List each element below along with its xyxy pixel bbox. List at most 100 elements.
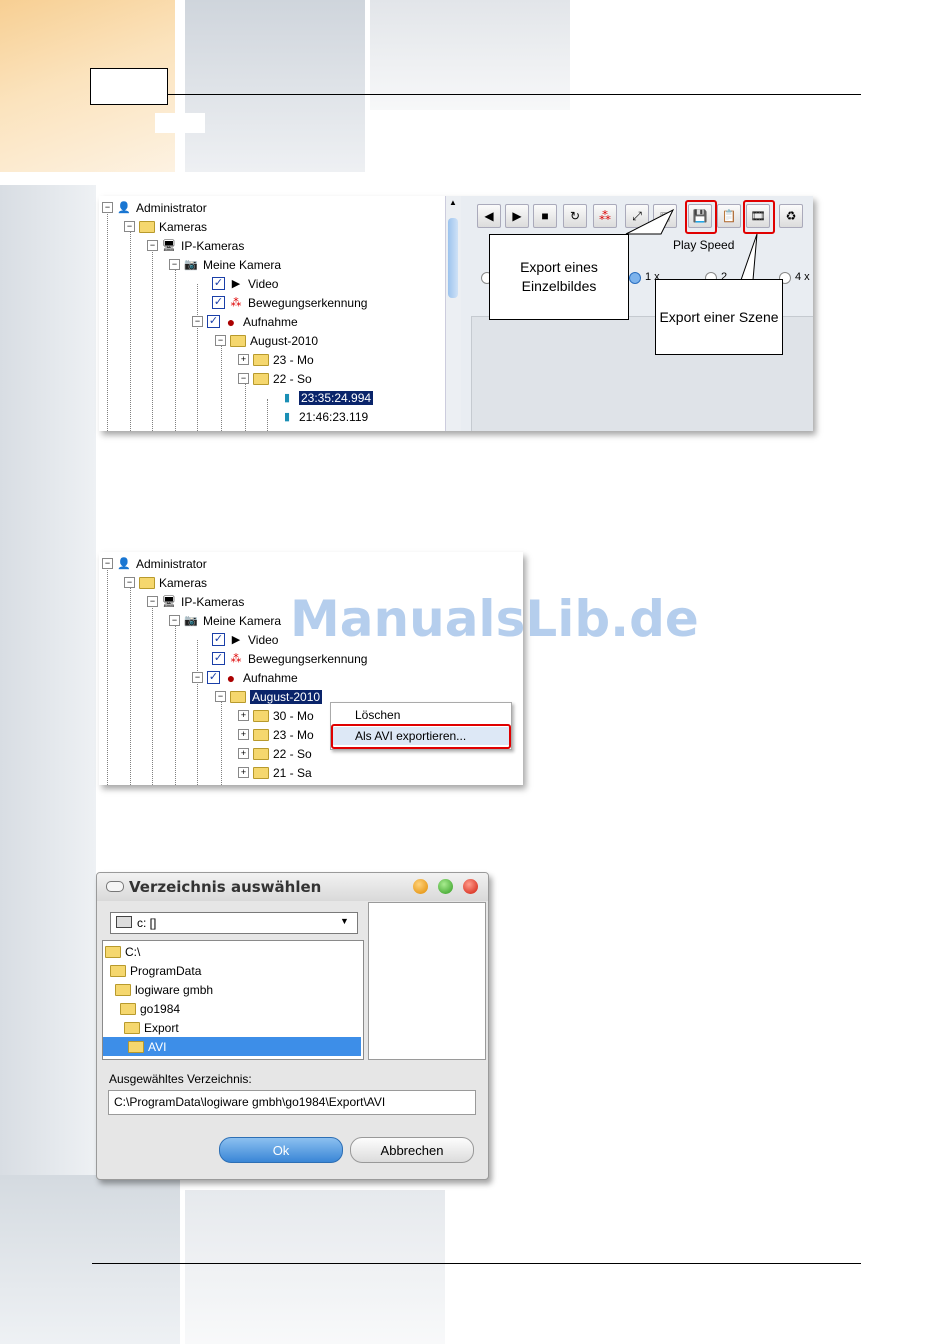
list-item[interactable]: C:\ [105,942,140,961]
delete-button[interactable]: ♻ [779,204,803,228]
context-menu: Löschen Als AVI exportieren... [330,702,512,750]
checkbox-icon[interactable]: ✓ [212,652,225,665]
folder-icon [253,747,269,760]
folder-open-icon [230,690,246,703]
folder-open-icon [105,945,121,958]
film-export-icon: 🎞 [750,209,766,223]
list-item-selected[interactable]: AVI [103,1037,361,1056]
scroll-up-icon[interactable]: ▲ [449,198,457,207]
motion-icon: ⁂ [230,653,242,665]
list-item[interactable]: Export [124,1018,179,1037]
player-panel: ◀ ▶ ■ ↻ ⁂ ⤢ ▦ 💾 📋 🎞 ♻ Play Speed 1 x 2 4… [461,196,813,431]
drive-select[interactable]: c: [] ▼ [110,912,358,934]
menu-item-export-avi[interactable]: Als AVI exportieren... [333,727,509,745]
selected-directory-field[interactable]: C:\ProgramData\logiware gmbh\go1984\Expo… [108,1090,476,1115]
checkbox-icon[interactable]: ✓ [207,315,220,328]
drive-value: c: [] [137,916,157,930]
callout-pointers [625,208,758,281]
admin-icon: 👤 [117,202,131,214]
tree-item[interactable]: −✓● Aufnahme [192,668,298,687]
speed-radio-selected[interactable] [629,272,641,284]
drive-icon [116,916,132,928]
tree-item[interactable]: −🖥 IP-Kameras [147,592,244,611]
chevron-down-icon[interactable]: ▼ [340,916,349,926]
prev-icon: ◀ [484,209,494,223]
list-item[interactable]: ProgramData [110,961,201,980]
page-decoration [185,1190,445,1344]
tree-item[interactable]: −🖥 IP-Kameras [147,236,244,255]
tree-item[interactable]: −👤 Administrator [102,554,207,573]
play-speed-label: Play Speed [673,238,735,252]
scrollbar[interactable]: ▲ [445,196,462,431]
floppy-icon: 💾 [692,209,708,223]
tree-item[interactable]: + 22 - So [238,744,312,763]
list-item[interactable]: go1984 [120,999,180,1018]
highlight-frame [685,200,717,234]
tree-item[interactable]: + 23 - Mo [238,725,314,744]
tree-item[interactable]: −📷 Meine Kamera [169,255,281,274]
tree-item[interactable]: ▮ 21:46:23.119 [280,407,368,426]
highlight-frame [743,200,775,234]
admin-icon: 👤 [117,558,131,570]
file-pane [368,902,486,1060]
list-item[interactable]: logiware gmbh [115,980,213,999]
stop-icon: ■ [541,209,549,223]
fullscreen-icon: ⤢ [632,208,642,223]
minimize-icon[interactable] [413,879,428,894]
clipboard-button[interactable]: 📋 [717,204,741,228]
tree-item[interactable]: − 22 - So [238,369,312,388]
stop-button[interactable]: ■ [533,204,557,228]
folder-open-icon [124,1021,140,1034]
maximize-icon[interactable] [438,879,453,894]
checkbox-icon[interactable]: ✓ [212,296,225,309]
folder-open-icon [230,334,246,347]
tree-item[interactable]: −👤 Administrator [102,198,207,217]
prev-button[interactable]: ◀ [477,204,501,228]
folder-open-icon [110,964,126,977]
tree-item[interactable]: ✓▶ Video [212,632,279,647]
folder-open-icon [115,983,131,996]
save-image-button[interactable]: 💾 [688,204,712,228]
motion-button[interactable]: ⁂ [593,204,617,228]
tree-item[interactable]: ▮ 23:35:24.994 [280,388,374,407]
tree-item[interactable]: ✓▶ Video [212,276,279,291]
folder-icon [139,576,155,589]
repeat-button[interactable]: ↻ [563,204,587,228]
export-scene-button[interactable]: 🎞 [746,204,770,228]
speed-option: 4 x [795,271,810,283]
ip-camera-icon: 🖥 [162,596,176,608]
play-icon: ▶ [231,278,241,290]
checkbox-icon[interactable]: ✓ [212,633,225,646]
tree-item[interactable]: − August-2010 [215,331,318,350]
next-button[interactable]: ▶ [505,204,529,228]
cancel-button[interactable]: Abbrechen [350,1137,474,1163]
motion-icon: ⁂ [599,209,611,223]
tree-item[interactable]: − August-2010 [215,687,323,706]
menu-item-label: Als AVI exportieren... [355,729,467,743]
tree-item[interactable]: + 23 - Mo [238,350,314,369]
tree-item[interactable]: − Kameras [124,573,207,592]
tree-item[interactable]: ✓⁂ Bewegungserkennung [212,295,368,310]
camera-icon: 📷 [184,259,198,271]
film-icon: ▮ [283,411,291,423]
tree-item[interactable]: − Kameras [124,217,207,236]
tree-item[interactable]: ✓⁂ Bewegungserkennung [212,651,368,666]
tree-item[interactable]: + 30 - Mo [238,706,314,725]
footer-rule [92,1263,861,1264]
watermark: ManualsLib.de [290,590,699,648]
checkbox-icon[interactable]: ✓ [212,277,225,290]
tree-item[interactable]: + 21 - Sa [238,763,312,782]
tree-item[interactable]: −📷 Meine Kamera [169,611,281,630]
menu-item-delete[interactable]: Löschen [355,708,401,722]
ok-button[interactable]: Ok [219,1137,343,1163]
page-decoration [185,0,365,172]
tree-item[interactable]: −✓● Aufnahme [192,312,298,331]
checkbox-icon[interactable]: ✓ [207,671,220,684]
callout-scene: Export einer Szene [655,279,783,355]
close-icon[interactable] [463,879,478,894]
scroll-thumb[interactable] [448,218,458,298]
motion-icon: ⁂ [230,297,242,309]
window-menu-icon[interactable] [106,881,124,892]
directory-dialog: Verzeichnis auswählen c: [] ▼ C:\ Progra… [96,872,489,1180]
dialog-titlebar: Verzeichnis auswählen [97,873,488,901]
